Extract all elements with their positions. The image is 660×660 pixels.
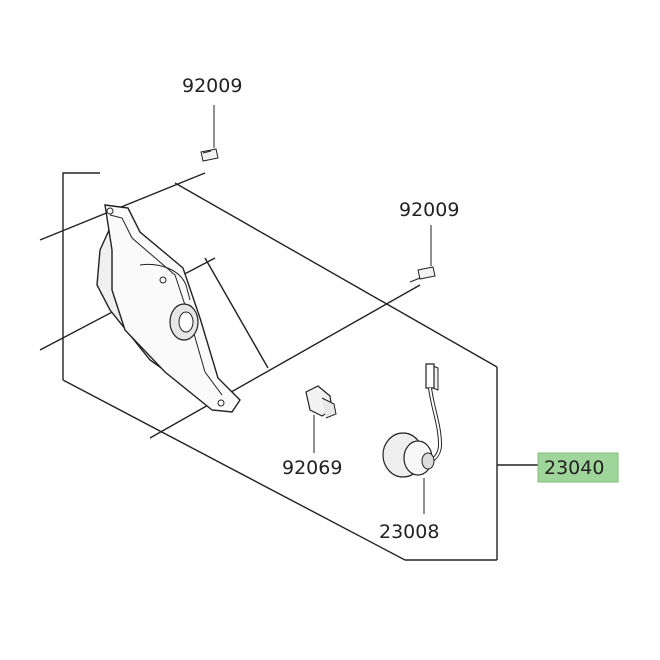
label-bulb: 92069 bbox=[282, 457, 342, 479]
label-screw-top: 92009 bbox=[182, 75, 242, 97]
assembly-label-highlight bbox=[537, 452, 619, 483]
screw-top bbox=[200, 105, 219, 162]
lamp-housing bbox=[96, 204, 241, 413]
label-screw-right: 92009 bbox=[399, 199, 459, 221]
label-socket: 23008 bbox=[379, 521, 439, 543]
bulb bbox=[305, 385, 337, 453]
screw-right bbox=[409, 225, 436, 283]
label-assembly: 23040 bbox=[544, 457, 604, 479]
socket-assembly bbox=[382, 363, 443, 514]
assembly-frame bbox=[39, 172, 540, 561]
